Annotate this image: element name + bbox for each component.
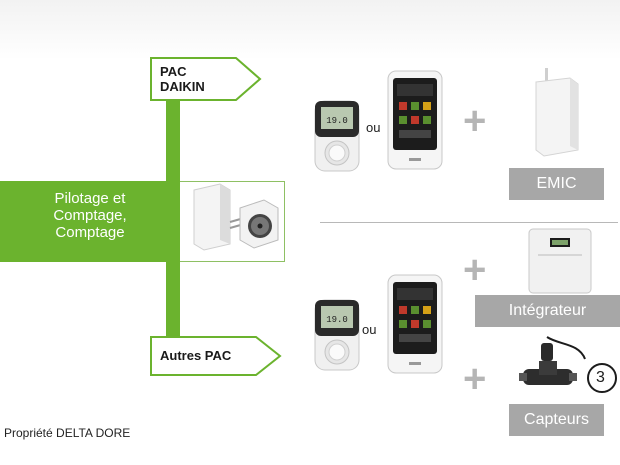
tag-arrow-shape	[150, 57, 262, 101]
tablet-controller-icon	[387, 274, 443, 374]
or-label-top: ou	[366, 120, 381, 135]
capteurs-label: Capteurs	[509, 404, 604, 436]
circle-number-icon	[587, 363, 617, 393]
thermostat-bottom: 19.0	[313, 298, 361, 377]
heat-pump-frame	[180, 181, 285, 262]
emic-label: EMIC	[509, 168, 604, 200]
heat-pump-illustration	[193, 183, 279, 251]
connector-branch	[0, 250, 180, 262]
plus-icon-integrateur: +	[463, 248, 487, 292]
tag-autres-pac-label: Autres PAC	[160, 348, 232, 363]
tablet-controller-icon	[387, 70, 443, 170]
tag-pac-daikin-line-1: PAC	[160, 64, 187, 79]
integrateur-label: Intégrateur	[475, 295, 620, 327]
pilotage-line-2: Comptage,	[53, 207, 127, 224]
badge-circle: 3	[586, 362, 618, 399]
pilotage-box: Pilotage et Comptage, Comptage	[0, 181, 180, 250]
background-header	[0, 0, 620, 60]
thermostat-icon: 19.0	[314, 299, 360, 371]
pilotage-line-3: Comptage	[55, 224, 125, 241]
tablet-bottom	[387, 274, 443, 379]
svg-text:19.0: 19.0	[326, 116, 348, 126]
sensor-icon	[519, 336, 586, 385]
integrateur-device	[528, 228, 592, 299]
row-divider	[320, 222, 618, 223]
tag-arrow-shape	[150, 336, 282, 376]
thermostat-top: 19.0	[313, 99, 361, 178]
thermostat-icon: 19.0	[314, 100, 360, 172]
tablet-top	[387, 70, 443, 175]
emic-module-icon	[535, 68, 579, 157]
tag-pac-daikin: PAC DAIKIN	[150, 57, 262, 101]
plus-icon-top: +	[463, 99, 487, 143]
integrator-module-icon	[528, 228, 592, 294]
pilotage-line-1: Pilotage et	[54, 190, 126, 207]
plus-icon-capteurs: +	[463, 357, 487, 401]
svg-text:19.0: 19.0	[326, 315, 348, 325]
footer-ownership: Propriété DELTA DORE	[4, 426, 131, 440]
tag-autres-pac: Autres PAC	[150, 336, 282, 376]
badge-number: 3	[596, 369, 605, 386]
or-label-bottom: ou	[362, 322, 377, 337]
emic-device	[532, 68, 580, 163]
capteurs-device	[519, 335, 591, 402]
tag-pac-daikin-line-2: DAIKIN	[160, 79, 205, 94]
